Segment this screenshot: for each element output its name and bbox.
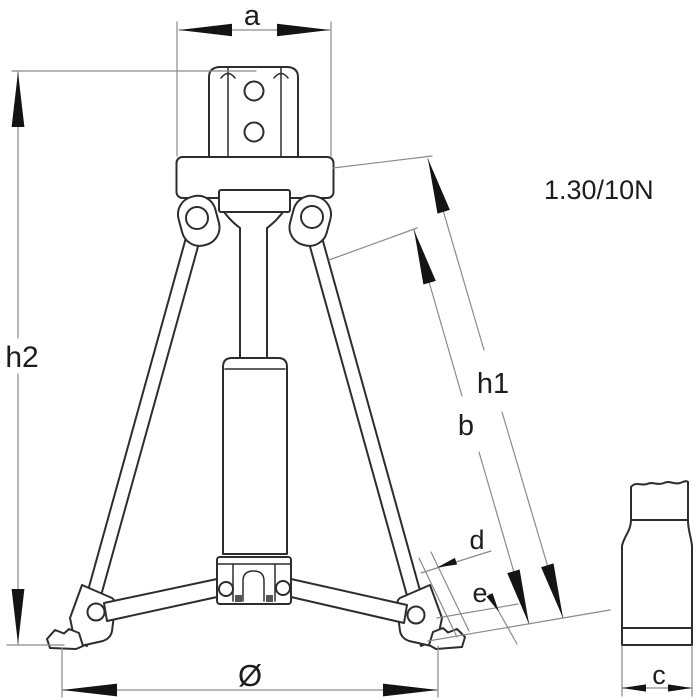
model-number-label: 1.30/10N [544,175,654,205]
left-pivot-lug [176,194,221,247]
dimension-c: c [621,645,693,697]
b-arrow-top-icon [414,230,436,285]
right-pivot-lug [288,194,333,247]
bracket-pin-left [218,581,234,597]
hex-chamfer-right [273,72,289,79]
h1-arrow-top-icon [428,159,450,214]
dimension-a: a [176,0,332,157]
dim-label-a: a [244,0,261,32]
hex-head [208,66,299,159]
e-ext-upper [436,603,519,619]
h1-arrow-bottom-icon [541,563,563,618]
bracket-slot-shadow-right [266,595,273,602]
hex-head-body [208,66,299,159]
left-lug-hole [185,206,209,230]
dimension-d: d [418,525,492,638]
column-nut-bar [218,189,291,213]
dimension-b: b [328,227,530,625]
bracket-pin-right [275,580,291,596]
dim-label-h2: h2 [5,341,38,374]
dimension-diameter: Ø [61,645,439,698]
right-brace [290,578,408,624]
cylinder-body [222,357,288,555]
a-arrow-right-icon [277,23,330,37]
detail-break-line [630,480,689,488]
base-bracket [216,556,292,605]
dia-arrow-right-icon [383,683,438,697]
detail-flare-left [621,519,632,646]
bracket-center-slot [242,570,265,602]
b-arrow-bottom-icon [507,569,529,624]
dim-label-h1: h1 [477,368,509,400]
hex-chamfer-left [220,72,236,79]
right-leg [308,233,435,647]
a-arrow-left-icon [179,23,232,37]
detail-part [621,480,693,646]
dim-label-b: b [458,410,474,442]
b-ext-top [328,227,418,261]
jack-stand-drawing [46,66,466,650]
dimension-e: e [436,578,519,645]
right-foot-hinge [406,605,426,625]
left-leg [73,233,200,647]
dimension-h2: h2 [5,70,257,646]
dim-label-diameter: Ø [238,658,262,693]
left-foot [46,584,117,650]
d-arrow-icon [437,557,458,568]
right-lug-hole [300,205,324,229]
dim-label-d: d [469,525,484,555]
bracket-slot-shadow-left [235,595,242,602]
h2-arrow-top-icon [11,72,25,127]
e-arrow-icon [486,593,499,612]
h1-ext-top [332,155,433,169]
right-foot-toe [428,627,466,650]
dimension-layer: a h2 h1 b [5,0,693,698]
dimension-h1: h1 [332,155,564,619]
column-stem [223,211,284,363]
detail-flare-right [687,519,693,646]
left-brace [103,578,218,622]
hex-pin-hole-lower [243,121,265,143]
hex-pin-hole-upper [243,80,265,102]
dim-label-c: c [652,660,666,690]
dia-arrow-left-icon [62,683,117,697]
left-foot-toe [46,628,84,650]
d-ext-2 [430,551,470,632]
h2-arrow-bottom-icon [11,589,25,644]
cylinder [222,357,288,555]
c-arrow-left-icon [622,684,646,692]
dim-label-e: e [472,578,487,608]
left-foot-hinge [86,602,106,622]
bottom-diagonal-ext [427,609,611,642]
c-arrow-right-icon [668,684,692,692]
